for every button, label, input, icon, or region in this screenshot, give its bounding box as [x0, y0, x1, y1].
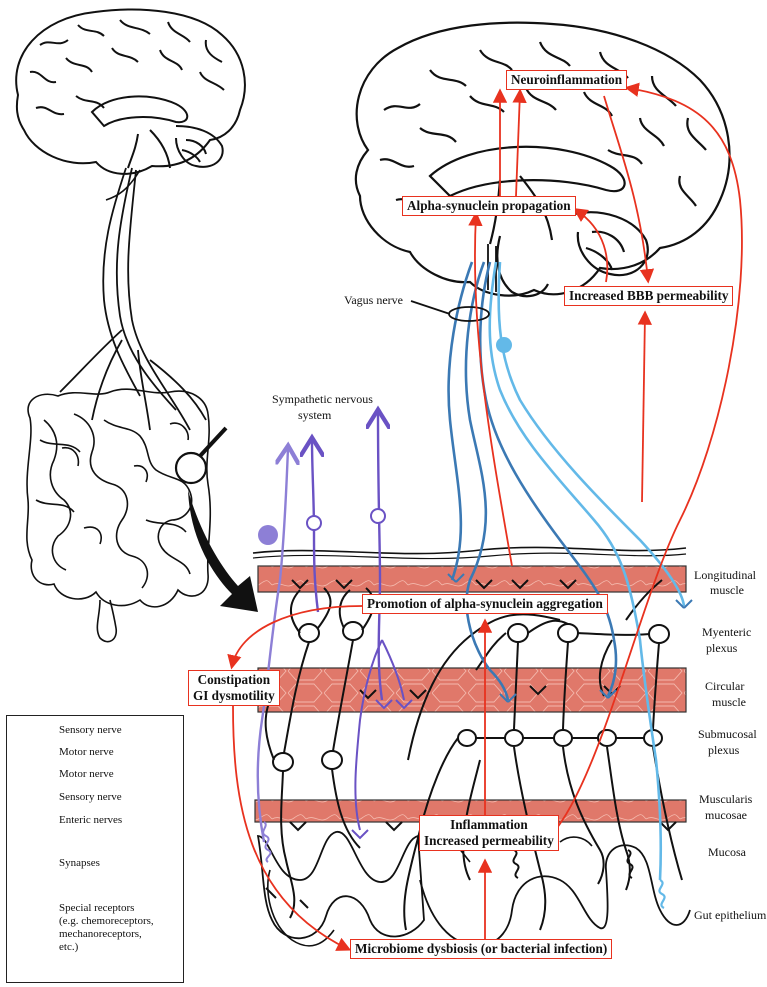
small-brain-illustration — [15, 8, 246, 201]
promotion-aggregation-box: Promotion of alpha-synuclein aggregation — [362, 594, 608, 614]
layer-label: muscle — [712, 695, 746, 709]
legend-enteric-nerves: Enteric nerves — [59, 814, 123, 826]
vagus-nerve-fibers — [447, 261, 693, 909]
legend-sensory-nerve-blue: Sensory nerve — [59, 791, 122, 803]
layer-label: plexus — [706, 641, 738, 655]
legend-special-receptors-4: etc.) — [59, 941, 79, 953]
legend-motor-nerve-blue: Motor nerve — [59, 768, 114, 780]
sympathetic-ganglion — [258, 525, 278, 545]
legend-sensory-nerve-purple: Sensory nerve — [59, 724, 122, 736]
zoom-magnifier — [174, 426, 258, 612]
legend-special-receptors-3: mechanoreceptors, — [59, 928, 142, 940]
bbb-permeability-box: Increased BBB permeability — [564, 286, 734, 306]
sympathetic-label-line1: Sympathetic nervous — [272, 392, 373, 406]
enteric-nerve-network — [264, 579, 683, 931]
legend: Sensory nerve Motor nerve Motor nerve Se… — [6, 715, 184, 983]
sympathetic-label-line2: system — [298, 408, 332, 422]
small-nerve-strands — [59, 167, 207, 431]
sympathetic-nerve-fibers — [256, 412, 413, 863]
small-intestine-illustration — [26, 388, 212, 643]
gut-wall-cross-section — [252, 546, 691, 947]
layer-label: Myenteric — [702, 625, 751, 639]
layer-label: Gut epithelium — [694, 908, 767, 922]
inflammation-line2: Increased permeability — [424, 833, 554, 848]
layer-label: Longitudinal — [694, 568, 757, 582]
legend-special-receptors-2: (e.g. chemoreceptors, — [59, 915, 154, 927]
red-causal-arrows — [227, 82, 743, 951]
longitudinal-muscle-layer — [257, 565, 687, 593]
constipation-line2: GI dysmotility — [193, 688, 275, 703]
layer-label: muscle — [710, 583, 744, 597]
vagal-sensory-ganglion — [496, 337, 512, 353]
microbiome-dysbiosis-box: Microbiome dysbiosis (or bacterial infec… — [350, 939, 613, 959]
neuroinflammation-box: Neuroinflammation — [506, 70, 628, 90]
inflammation-box: Inflammation Increased permeability — [419, 815, 559, 851]
vagus-nerve-label: Vagus nerve — [344, 293, 403, 307]
layer-label: plexus — [708, 743, 740, 757]
legend-motor-nerve-purple: Motor nerve — [59, 746, 114, 758]
vagus-nerve-callout — [410, 300, 490, 322]
large-brain-illustration — [354, 21, 731, 298]
layer-label: mucosae — [705, 808, 747, 822]
special-receptor-squiggles — [512, 849, 634, 879]
constipation-box: Constipation GI dysmotility — [188, 670, 280, 706]
layer-labels: Longitudinal muscle Myenteric plexus Cir… — [694, 568, 767, 922]
inflammation-line1: Inflammation — [450, 817, 528, 832]
layer-label: Submucosal — [698, 727, 757, 741]
layer-label: Muscularis — [699, 792, 753, 806]
legend-special-receptors-1: Special receptors — [59, 902, 135, 914]
layer-label: Circular — [705, 679, 744, 693]
layer-label: Mucosa — [708, 845, 747, 859]
legend-synapses: Synapses — [59, 857, 100, 869]
alpha-synuclein-propagation-box: Alpha-synuclein propagation — [402, 196, 576, 216]
zoom-arrow-icon — [188, 490, 258, 612]
constipation-line1: Constipation — [197, 672, 271, 687]
circular-muscle-layer — [257, 667, 687, 713]
